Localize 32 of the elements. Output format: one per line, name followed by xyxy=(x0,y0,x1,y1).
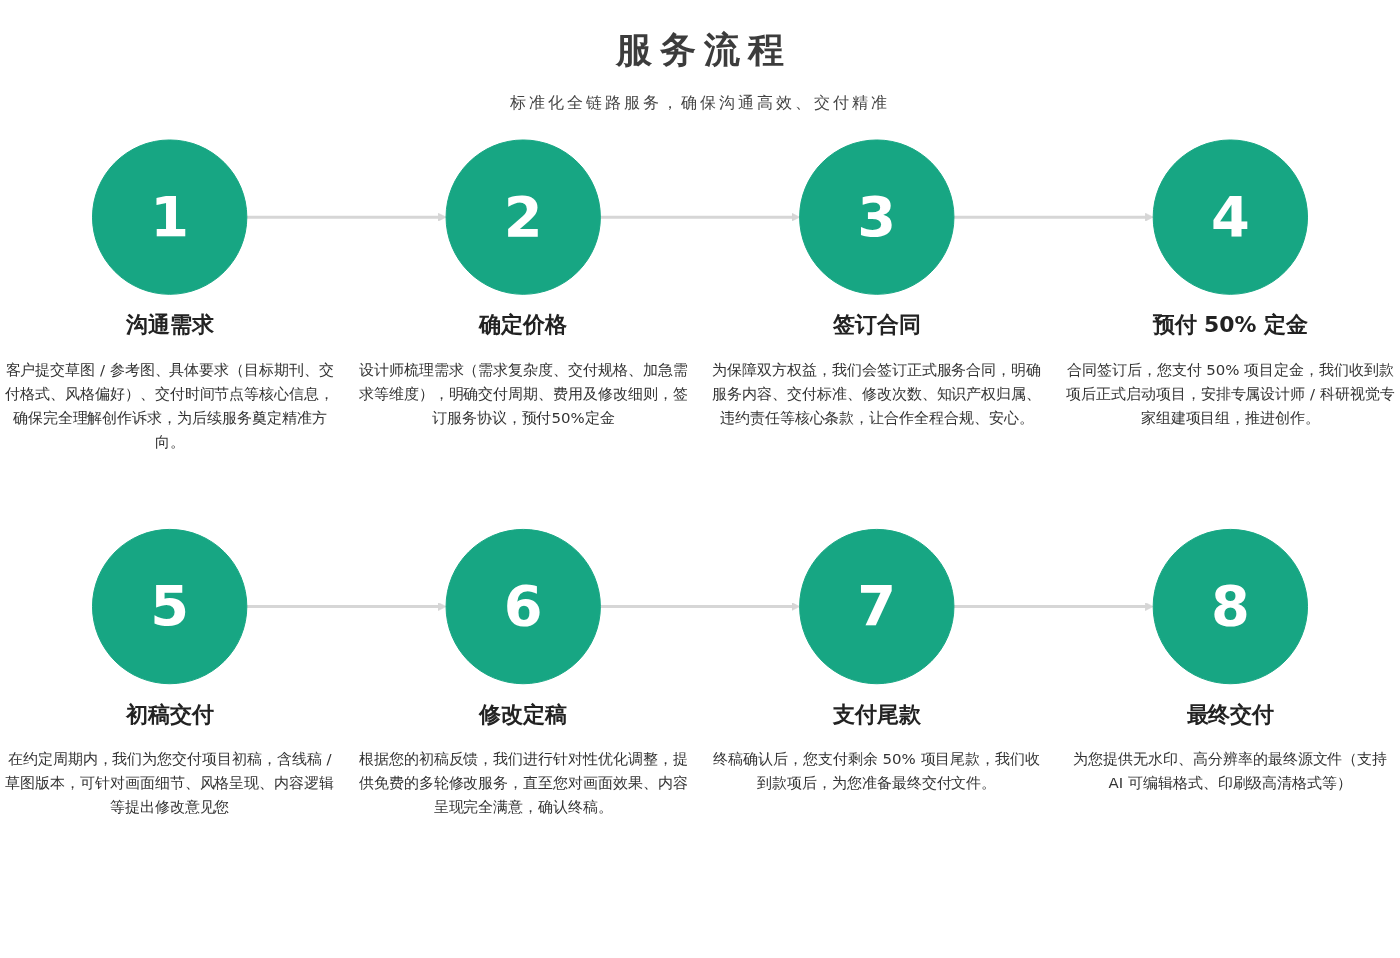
step-description: 客户提交草图 / 参考图、具体要求（目标期刊、交付格式、风格偏好）、交付时间节点等核心信息，确保完全理解创作诉求，为后续服务奠定精准方向。 xyxy=(5,360,334,453)
step-description: 设计师梳理需求（需求复杂度、交付规格、加急需求等维度），明确交付周期、费用及修改细则，签订服务协议，预付50%定金 xyxy=(358,360,688,429)
step-title: 沟通需求 xyxy=(125,311,214,340)
step-circle: 3 xyxy=(799,139,955,295)
step-description: 在约定周期内，我们为您交付项目初稿，含线稿 / 草图版本，可针对画面细节、风格呈现、内容逻辑等提出修改意见您 xyxy=(5,749,334,819)
step-circle: 7 xyxy=(799,528,955,685)
step-circle: 8 xyxy=(1152,528,1308,685)
step-circle: 2 xyxy=(445,139,601,295)
arrow xyxy=(600,212,800,222)
arrow xyxy=(246,212,447,222)
step-title: 签订合同 xyxy=(832,311,921,340)
subtitle: 标准化全链路服务，确保沟通高效、交付精准 xyxy=(510,93,890,114)
step-title: 支付尾款 xyxy=(832,700,921,729)
arrow xyxy=(953,602,1154,611)
step-title: 初稿交付 xyxy=(125,700,214,729)
step-description: 为保障双方权益，我们会签订正式服务合同，明确服务内容、交付标准、修改次数、知识产权归属、违约责任等核心条款，让合作全程合规、安心。 xyxy=(712,360,1042,429)
arrow xyxy=(600,602,800,611)
step-title: 确定价格 xyxy=(479,311,568,340)
step-circle: 5 xyxy=(92,528,248,685)
step-circle: 6 xyxy=(445,528,601,685)
arrow xyxy=(246,602,447,611)
step-title: 最终交付 xyxy=(1186,700,1275,729)
step-description: 终稿确认后，您支付剩余 50% 项目尾款，我们收到款项后，为您准备最终交付文件。 xyxy=(712,749,1042,795)
diagram-title: 服务流程 xyxy=(614,28,792,72)
step-description: 合同签订后，您支付 50% 项目定金，我们收到款项后正式启动项目，安排专属设计师 / 科研视觉专家组建项目组，推进创作。 xyxy=(1066,360,1395,429)
step-title: 预付 50% 定金 xyxy=(1152,311,1308,340)
step-description: 为您提供无水印、高分辨率的最终源文件（支持 AI 可编辑格式、印刷级高清格式等） xyxy=(1072,749,1389,795)
step-circle: 4 xyxy=(1152,139,1308,295)
step-circle: 1 xyxy=(92,139,248,295)
step-description: 根据您的初稿反馈，我们进行针对性优化调整，提供免费的多轮修改服务，直至您对画面效果、内容呈现完全满意，确认终稿。 xyxy=(358,749,688,819)
step-title: 修改定稿 xyxy=(479,700,568,729)
arrow xyxy=(953,212,1154,222)
